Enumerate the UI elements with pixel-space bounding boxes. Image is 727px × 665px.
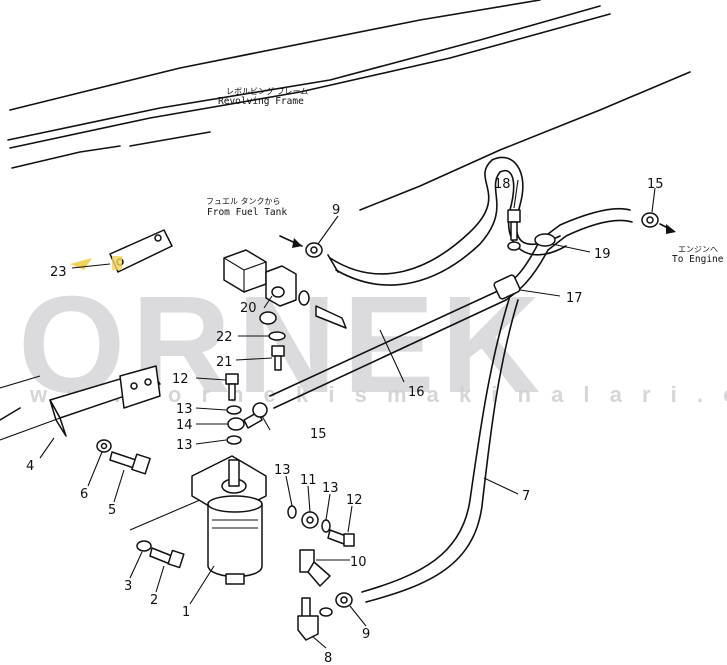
bolt-2 — [149, 547, 185, 569]
hose-from-fuel-tank — [327, 156, 567, 286]
part-label-6: 6 — [80, 487, 88, 502]
part-label-20: 20 — [240, 301, 257, 316]
part-label-2: 2 — [150, 593, 158, 608]
washer-6 — [96, 439, 112, 453]
bracket-4 — [0, 365, 161, 441]
nut-9-bottom — [335, 592, 353, 608]
part-number-labels: 23 18 9 15 19 17 20 22 21 12 13 14 13 15… — [26, 177, 664, 665]
revolving-frame-outline — [0, 0, 691, 421]
washer-3 — [136, 540, 152, 552]
bolt-12-right — [327, 529, 355, 547]
caption-to-engine-jp: エンジンへ — [678, 245, 718, 254]
part-label-7: 7 — [522, 489, 530, 504]
hose-7 — [361, 295, 519, 603]
part-label-9-top: 9 — [332, 203, 340, 218]
part-label-14: 14 — [176, 418, 193, 433]
part-label-1: 1 — [182, 605, 190, 620]
part-label-4: 4 — [26, 459, 34, 474]
part-label-12-left: 12 — [172, 372, 189, 387]
part-label-23: 23 — [50, 265, 67, 280]
clamp-19 — [534, 233, 556, 247]
part-label-12-right: 12 — [346, 493, 363, 508]
solenoid-20 — [223, 249, 347, 329]
part-label-13-d: 13 — [322, 481, 339, 496]
part-label-17: 17 — [566, 291, 583, 306]
part-label-10: 10 — [350, 555, 367, 570]
part-label-5: 5 — [108, 503, 116, 518]
part-label-3: 3 — [124, 579, 132, 594]
caption-to-engine: To Engine — [672, 254, 724, 265]
flow-arrows — [279, 223, 676, 248]
part-label-11: 11 — [300, 473, 317, 488]
elbow-8 — [297, 597, 333, 641]
fuel-filter-1 — [129, 455, 267, 585]
clamp-17 — [493, 274, 521, 300]
washer-13-b — [226, 435, 242, 445]
part-label-13-b: 13 — [176, 438, 193, 453]
part-label-13-a: 13 — [176, 402, 193, 417]
bolt-12-left — [225, 373, 239, 401]
leader-lines — [39, 179, 656, 649]
bracket-23 — [70, 229, 173, 273]
washer-13-a — [226, 405, 242, 415]
part-label-15-left: 15 — [310, 427, 327, 442]
part-label-21: 21 — [216, 355, 233, 370]
caption-from-fuel-tank-jp: フュエル タンクから — [206, 197, 281, 206]
part-label-15-top: 15 — [647, 177, 664, 192]
part-label-13-c: 13 — [274, 463, 291, 478]
bolt-21 — [271, 345, 285, 371]
part-label-22: 22 — [216, 330, 233, 345]
nut-9-top — [305, 242, 323, 258]
nut-15-left — [252, 402, 268, 418]
bolt-5 — [109, 451, 151, 475]
washer-13-c — [287, 505, 297, 519]
fitting-11 — [301, 511, 319, 529]
part-label-19: 19 — [594, 247, 611, 262]
washer-22 — [268, 331, 286, 341]
nut-15-top — [641, 212, 659, 228]
bolt-18 — [507, 209, 521, 251]
washer-13-d — [321, 519, 331, 533]
caption-from-fuel-tank: From Fuel Tank — [207, 207, 287, 218]
part-label-9-bottom: 9 — [362, 627, 370, 642]
caption-revolving-frame: Revolving Frame — [218, 96, 304, 107]
part-label-18: 18 — [494, 177, 511, 192]
caption-revolving-frame-jp: レボルビング フレーム — [226, 86, 308, 96]
part-label-8: 8 — [324, 651, 332, 665]
valve-10 — [299, 549, 331, 587]
part-label-16: 16 — [408, 385, 425, 400]
